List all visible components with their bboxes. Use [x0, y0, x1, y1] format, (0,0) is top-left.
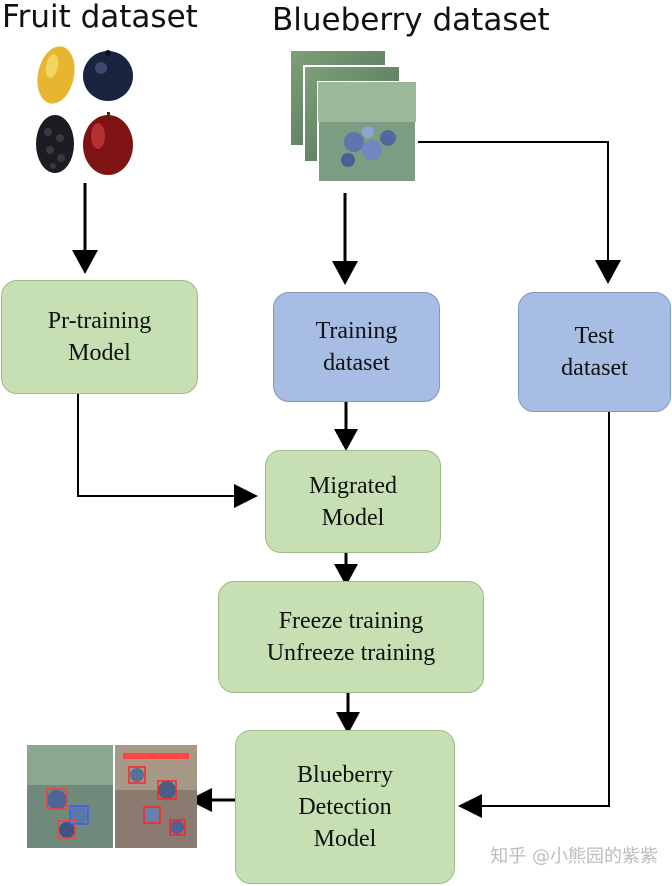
- migrated-line-1: Migrated: [309, 472, 397, 499]
- freeze-line-2: Unfreeze training: [266, 640, 436, 666]
- apple-icon: [83, 112, 133, 175]
- watermark: 知乎 @小熊园的紫紫: [490, 846, 658, 867]
- detection-line-1: Blueberry: [297, 762, 393, 788]
- training-line-2: dataset: [323, 350, 390, 376]
- arrow-fruit-to-pretraining: [72, 183, 98, 274]
- pretraining-line-1: Pr-training: [47, 308, 152, 334]
- test-dataset-box: Test dataset: [518, 292, 671, 412]
- photo-front: [317, 81, 417, 183]
- arrow-freeze-to-detection: [336, 692, 360, 734]
- arrow-migrated-to-freeze: [334, 552, 358, 586]
- detection-result-images: [27, 745, 197, 848]
- blueberry-icon: [83, 50, 133, 101]
- pretraining-line-2: Model: [68, 340, 131, 366]
- blueberry-detection-model-box: Blueberry Detection Model: [235, 730, 455, 884]
- freeze-training-box: Freeze training Unfreeze training: [218, 581, 484, 693]
- arrow-blueberry-to-test: [418, 141, 621, 284]
- arrow-detection-to-results: [188, 788, 236, 812]
- arrow-training-to-migrated: [334, 401, 358, 451]
- test-line-1: Test: [574, 323, 615, 349]
- result-photo-right: [115, 745, 197, 848]
- training-dataset-box: Training dataset: [273, 292, 440, 402]
- result-photo-left: [27, 745, 113, 848]
- detection-line-2: Detection: [298, 794, 392, 820]
- blueberry-dataset-title: Blueberry dataset: [272, 2, 550, 38]
- pretraining-model-box: Pr-training Model: [1, 280, 198, 394]
- lemon-icon: [37, 46, 75, 104]
- blueberry-images-stack: [290, 50, 417, 183]
- migrated-line-2: Model: [321, 504, 385, 531]
- freeze-line-1: Freeze training: [278, 608, 424, 634]
- arrow-pretraining-to-migrated: [77, 393, 258, 508]
- migrated-model-box: Migrated Model: [265, 450, 441, 553]
- blackberry-icon: [36, 115, 74, 173]
- arrow-test-to-detection: [458, 412, 610, 818]
- arrow-blueberry-to-training: [332, 193, 358, 285]
- test-line-2: dataset: [561, 355, 628, 381]
- detection-line-3: Model: [313, 826, 377, 852]
- training-line-1: Training: [315, 318, 398, 344]
- fruit-images: [36, 46, 133, 175]
- fruit-dataset-title: Fruit dataset: [2, 0, 198, 35]
